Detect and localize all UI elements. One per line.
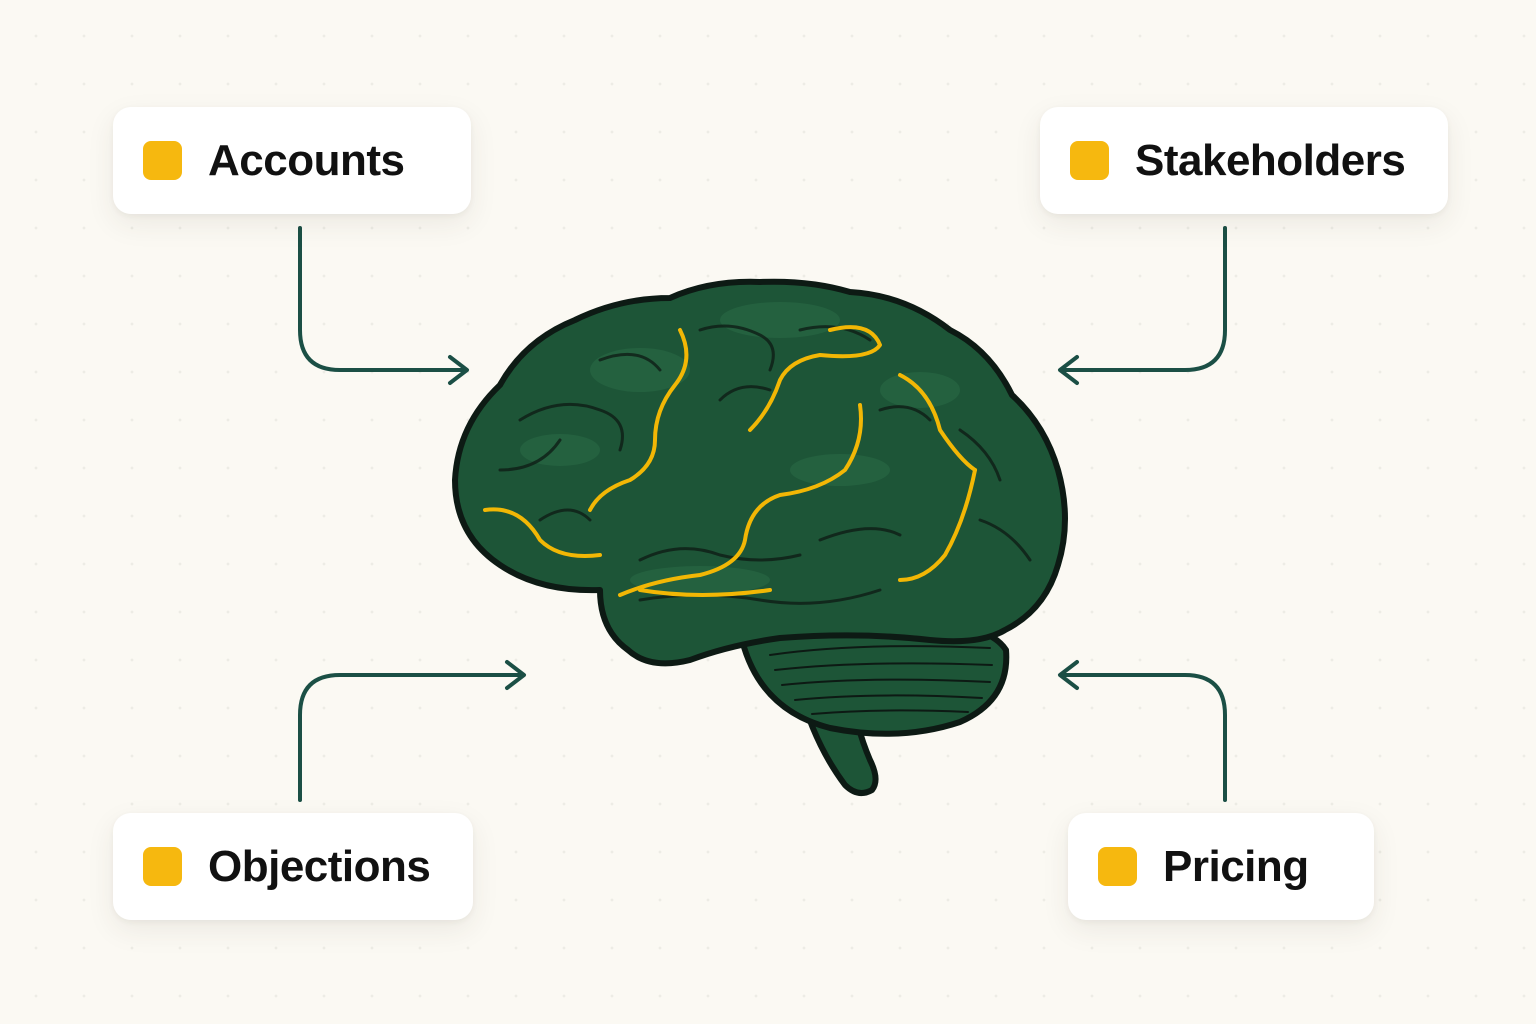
brain-icon — [452, 278, 1068, 797]
connector-pricing — [1058, 660, 1227, 802]
connector-accounts — [298, 226, 469, 385]
connectors — [298, 226, 1227, 802]
marker-icon — [143, 847, 182, 886]
node-objections: Objections — [113, 813, 473, 920]
node-label: Objections — [208, 841, 431, 891]
connector-stakeholders — [1058, 226, 1227, 385]
node-stakeholders: Stakeholders — [1040, 107, 1448, 214]
node-label: Pricing — [1163, 841, 1309, 891]
arrow-icon — [1058, 660, 1079, 690]
marker-icon — [143, 141, 182, 180]
marker-icon — [1070, 141, 1109, 180]
node-label: Accounts — [208, 135, 405, 185]
node-label: Stakeholders — [1135, 135, 1406, 185]
node-accounts: Accounts — [113, 107, 471, 214]
arrow-icon — [448, 355, 469, 385]
arrow-icon — [1058, 355, 1079, 385]
marker-icon — [1098, 847, 1137, 886]
node-pricing: Pricing — [1068, 813, 1374, 920]
connector-objections — [298, 660, 526, 802]
arrow-icon — [505, 660, 526, 690]
